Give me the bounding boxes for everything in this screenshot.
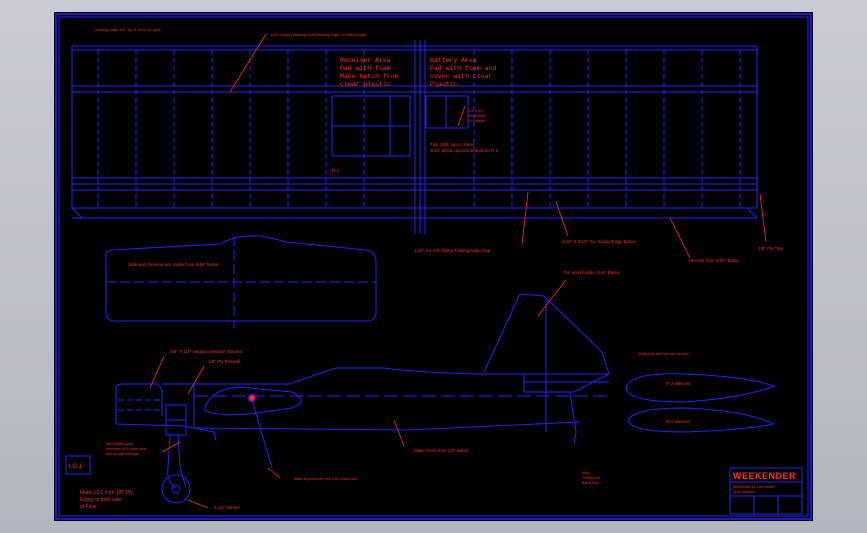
tips-note-1: Tips 3/16 cap to sheet [430,142,475,147]
receiver-note-2: Pad with foam [340,65,391,72]
cg-mark [249,395,255,401]
gear-note-3: bolt through fuselage [106,452,139,456]
center-bottom-note-3: Balsa Fuel [582,481,599,485]
note-stab: Stab and Elevator are made from 3/16" Ba… [128,262,219,267]
title-block [729,467,803,515]
receiver-note-1: Receiver Area [340,57,391,64]
note-te-cap: 1/16" x 1 1/8" Balsa Trailing Edge Cap [414,248,491,253]
fuselage-side [115,293,610,504]
servo-note-2: Servo Area [468,114,485,118]
note-wheel: 2 1/2" Wheel [214,505,240,510]
battery-note-4: Plastic [430,81,457,88]
note-fin: Fin and Rudder 3/16" Balsa [564,270,620,275]
lg-note-1: Make LG1 from 1/8" Ply [80,490,133,496]
battery-note-2: Pad with foam and [430,65,496,72]
note-firewall: 1/8" Ply Firewall [208,359,240,364]
note-motor-mounts: 3/8" X 1/2" Hardwood Motor Mounts [170,349,242,354]
airfoils [625,373,776,433]
leader-lines [149,33,767,509]
title-sub-2: Sport airplane [733,490,755,494]
wing-plan [71,40,758,234]
note-ribs: Wing ribs are full size shown [638,351,689,356]
outer-border [55,13,812,520]
note-top-left: Leading edge 1/4" sq. & 3/16 sq. spar [94,27,161,32]
rib-label-b: R-1 ailerons [666,419,691,424]
center-bottom-note-2: Tubing to fit [582,476,600,480]
rib-label-r1: R-1 [332,168,340,173]
drawing-frame: Leading edge 1/4" sq. & 3/16 sq. spar 1/… [54,12,813,521]
center-bottom-note-1: Mojo [582,471,590,475]
receiver-note-4: clear plastic [340,81,391,88]
battery-note-1: Battery Area [430,57,477,64]
lg-note-2: Epoxy to both side [80,497,121,503]
servo-note-3: 3/16 Balsa [468,119,485,123]
note-ply-tips: 1/8" Ply Tips [758,246,784,251]
lg-note-3: of Fuse [80,504,97,510]
lg1-box [65,455,91,475]
note-ailerons: Ailerons from 3/16" Balsa [688,258,739,263]
battery-note-3: cover with clear [430,73,493,80]
servo-note-1: 1/4" x 1/4" [468,109,485,113]
note-top-center: 1/16" sheet planking from leading edge t… [270,32,367,37]
note-fuse: Make Fuse from 1/8" Balsa [414,448,469,453]
title-weekender: WEEKENDER [733,471,796,481]
title-sub-1: Weekender by John Moore [733,485,775,489]
note-te-balsa: 3/16" X 3/16" Sq. trailing Edge Balsa [562,239,635,244]
note-pushrod: Make all pushrods from 1/16" music wire [294,477,357,481]
inner-border [58,16,809,517]
blueprint-canvas: Leading edge 1/4" sq. & 3/16 sq. spar 1/… [55,13,812,520]
gear-note-2: bent from 3/32 music wire [106,447,146,451]
gear-note-1: Wire landing gear [106,442,134,446]
lg1-label: LG 1 [69,464,83,470]
receiver-note-3: Make hatch from [340,73,399,80]
rib-label-a: R-2 ailerons [666,381,691,386]
tips-note-2: 3/16" balsa cap and bottom to R-2 [430,148,499,153]
stabilizer [105,235,377,328]
